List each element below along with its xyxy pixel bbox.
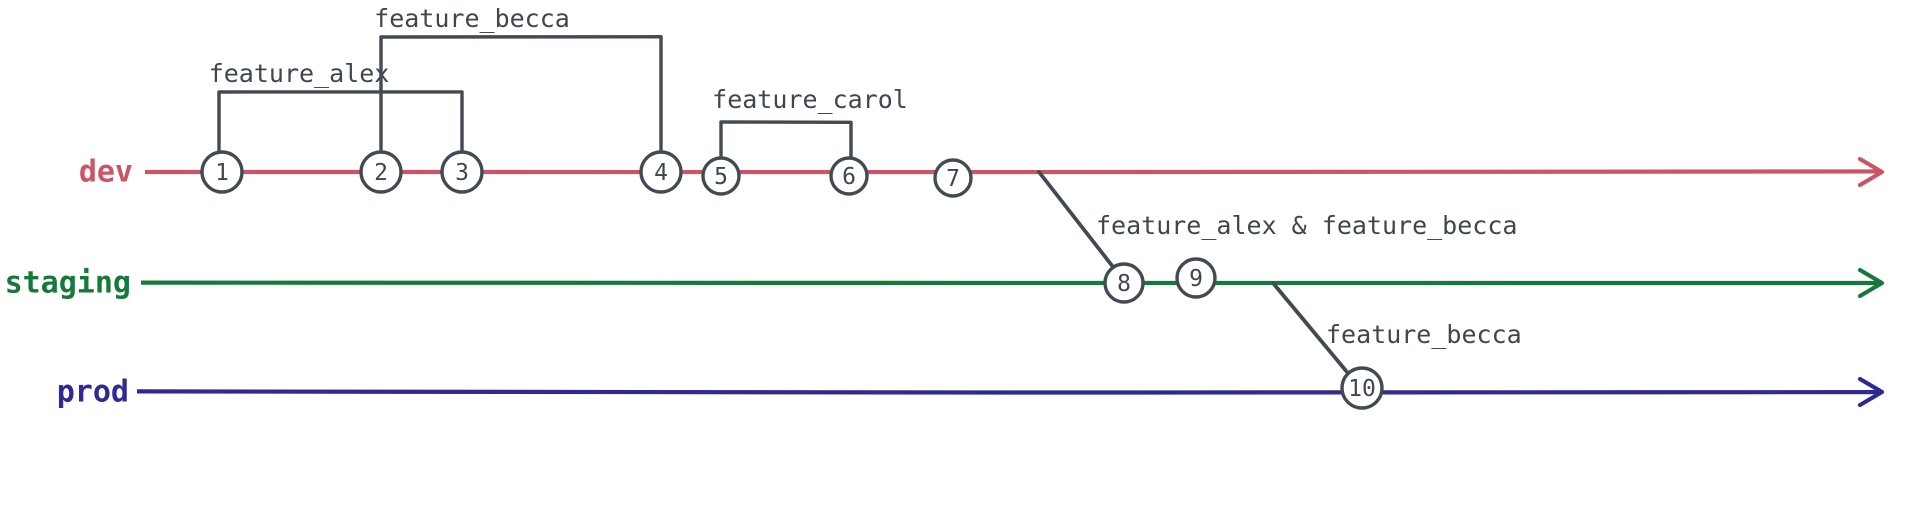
commit-node-3[interactable]: 3 [440,150,484,194]
branch-label-prod[interactable]: prod [57,375,129,410]
branch-lanes [136,156,1885,408]
merge-connectors: feature_alex & feature_becca feature_becc… [1037,170,1522,380]
bracket-feature_becca [379,35,663,158]
merge-dev-to-staging-label: feature_alex & feature_becca [1096,211,1517,240]
commit-node-9[interactable]: 9 [1175,257,1217,299]
commit-node-8[interactable]: 8 [1103,262,1145,304]
commit-node-5[interactable]: 5 [701,156,741,196]
feature-brackets: feature_alex feature_becca feature_carol [209,4,908,162]
commit-node-10[interactable]: 10 [1340,366,1384,410]
commit-node-6[interactable]: 6 [829,156,869,196]
branch-arrow-prod [1857,376,1885,408]
branch-arrow-staging [1857,267,1885,299]
commit-label-4: 4 [654,160,668,186]
commit-label-9: 9 [1189,266,1203,292]
commit-circle-8[interactable] [1103,262,1145,304]
bracket-label-feature_carol: feature_carol [712,85,908,114]
bracket-feature_alex [217,90,464,158]
commit-nodes: 1 2 3 4 5 6 7 8 9 10 [200,150,1384,410]
commit-circle-10[interactable] [1340,366,1384,410]
commit-label-7: 7 [946,166,960,192]
branch-label-staging[interactable]: staging [5,266,131,301]
commit-label-2: 2 [374,160,388,186]
commit-label-10: 10 [1348,376,1376,402]
branch-label-dev[interactable]: dev [79,155,133,190]
commit-circle-9[interactable] [1175,257,1217,299]
merge-staging-to-prod-line [1271,281,1354,380]
commit-node-7[interactable]: 7 [933,158,973,198]
bracket-label-feature_alex: feature_alex [209,59,390,88]
commit-circle-2[interactable] [359,150,403,194]
commit-label-1: 1 [215,160,229,186]
branch-name-labels: dev staging prod [5,155,133,410]
bracket-label-feature_becca: feature_becca [374,4,570,33]
commit-label-5: 5 [714,164,728,190]
commit-circle-7[interactable] [933,158,973,198]
branch-arrow-dev [1857,156,1885,188]
commit-node-4[interactable]: 4 [639,150,683,194]
commit-circle-3[interactable] [440,150,484,194]
commit-circle-5[interactable] [701,156,741,196]
branch-line-dev [144,169,1883,175]
merge-dev-to-staging-line [1037,170,1119,274]
bracket-feature_carol [719,120,853,162]
commit-node-2[interactable]: 2 [359,150,403,194]
commit-label-8: 8 [1117,271,1131,297]
commit-circle-4[interactable] [639,150,683,194]
commit-label-6: 6 [842,164,856,190]
commit-circle-1[interactable] [200,150,244,194]
commit-circle-6[interactable] [829,156,869,196]
commit-label-3: 3 [455,160,469,186]
merge-staging-to-prod-label: feature_becca [1326,320,1522,349]
branch-line-prod [136,389,1883,395]
commit-node-1[interactable]: 1 [200,150,244,194]
